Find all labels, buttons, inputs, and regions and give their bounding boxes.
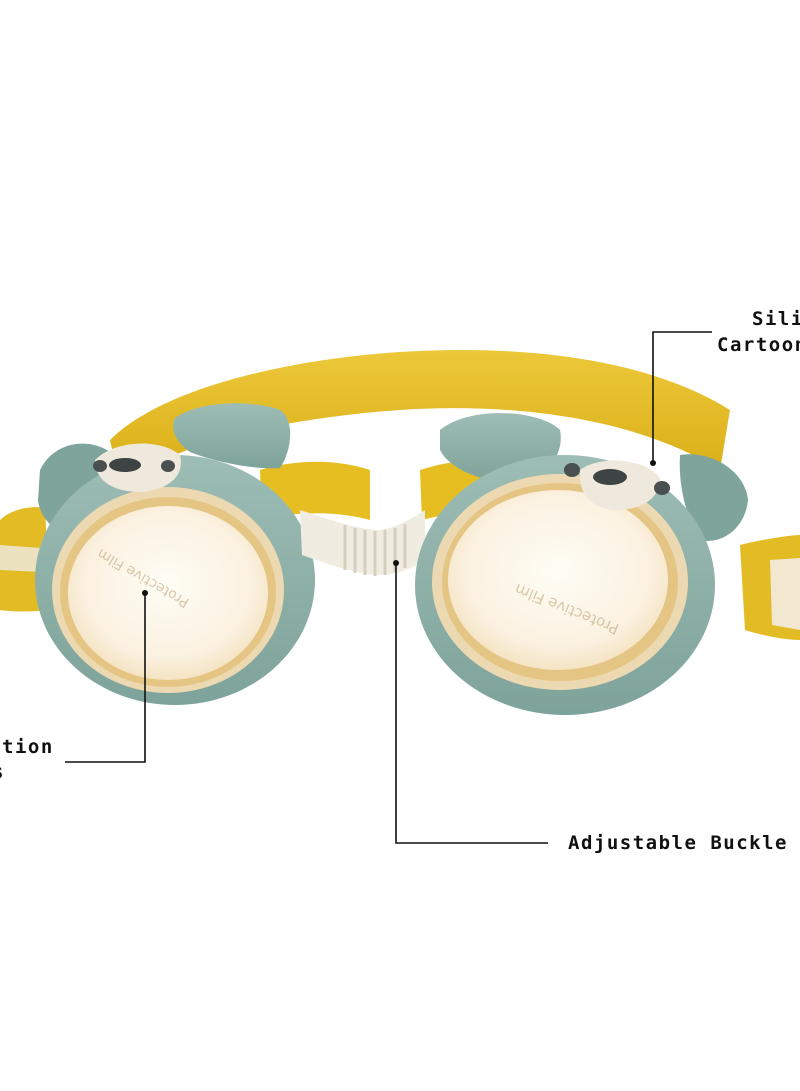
callout-label-line1: tion <box>2 736 54 758</box>
strap-back <box>110 350 730 485</box>
dog-eye <box>654 481 670 495</box>
leader-line <box>65 593 146 763</box>
nose-bridge <box>300 510 425 576</box>
dog-face <box>564 460 670 510</box>
callout-left: tion s <box>0 590 148 783</box>
callout-label-line2: s <box>0 761 5 783</box>
dog-ear <box>173 403 291 469</box>
callout-label: Adjustable Buckle <box>568 832 788 854</box>
dog-nose <box>109 458 141 472</box>
left-eyecup: Protective Film <box>35 403 315 705</box>
callout-label-line1: Sili <box>752 308 800 330</box>
right-eyecup: Protective Film <box>415 413 748 715</box>
strap-right <box>740 535 800 640</box>
dog-eye <box>93 460 107 472</box>
lens-right <box>448 490 668 670</box>
dog-eye <box>161 460 175 472</box>
callout-buckle: Adjustable Buckle <box>393 560 788 854</box>
leader-line <box>652 331 712 463</box>
lens-left <box>68 506 268 680</box>
dog-eye <box>564 463 580 477</box>
dog-ear <box>679 454 748 541</box>
callout-top-right: Sili Cartoon <box>650 308 800 466</box>
dog-nose <box>593 469 627 485</box>
callout-label-line2: Cartoon <box>717 334 800 356</box>
leader-line <box>395 563 548 844</box>
dog-face <box>93 443 181 492</box>
